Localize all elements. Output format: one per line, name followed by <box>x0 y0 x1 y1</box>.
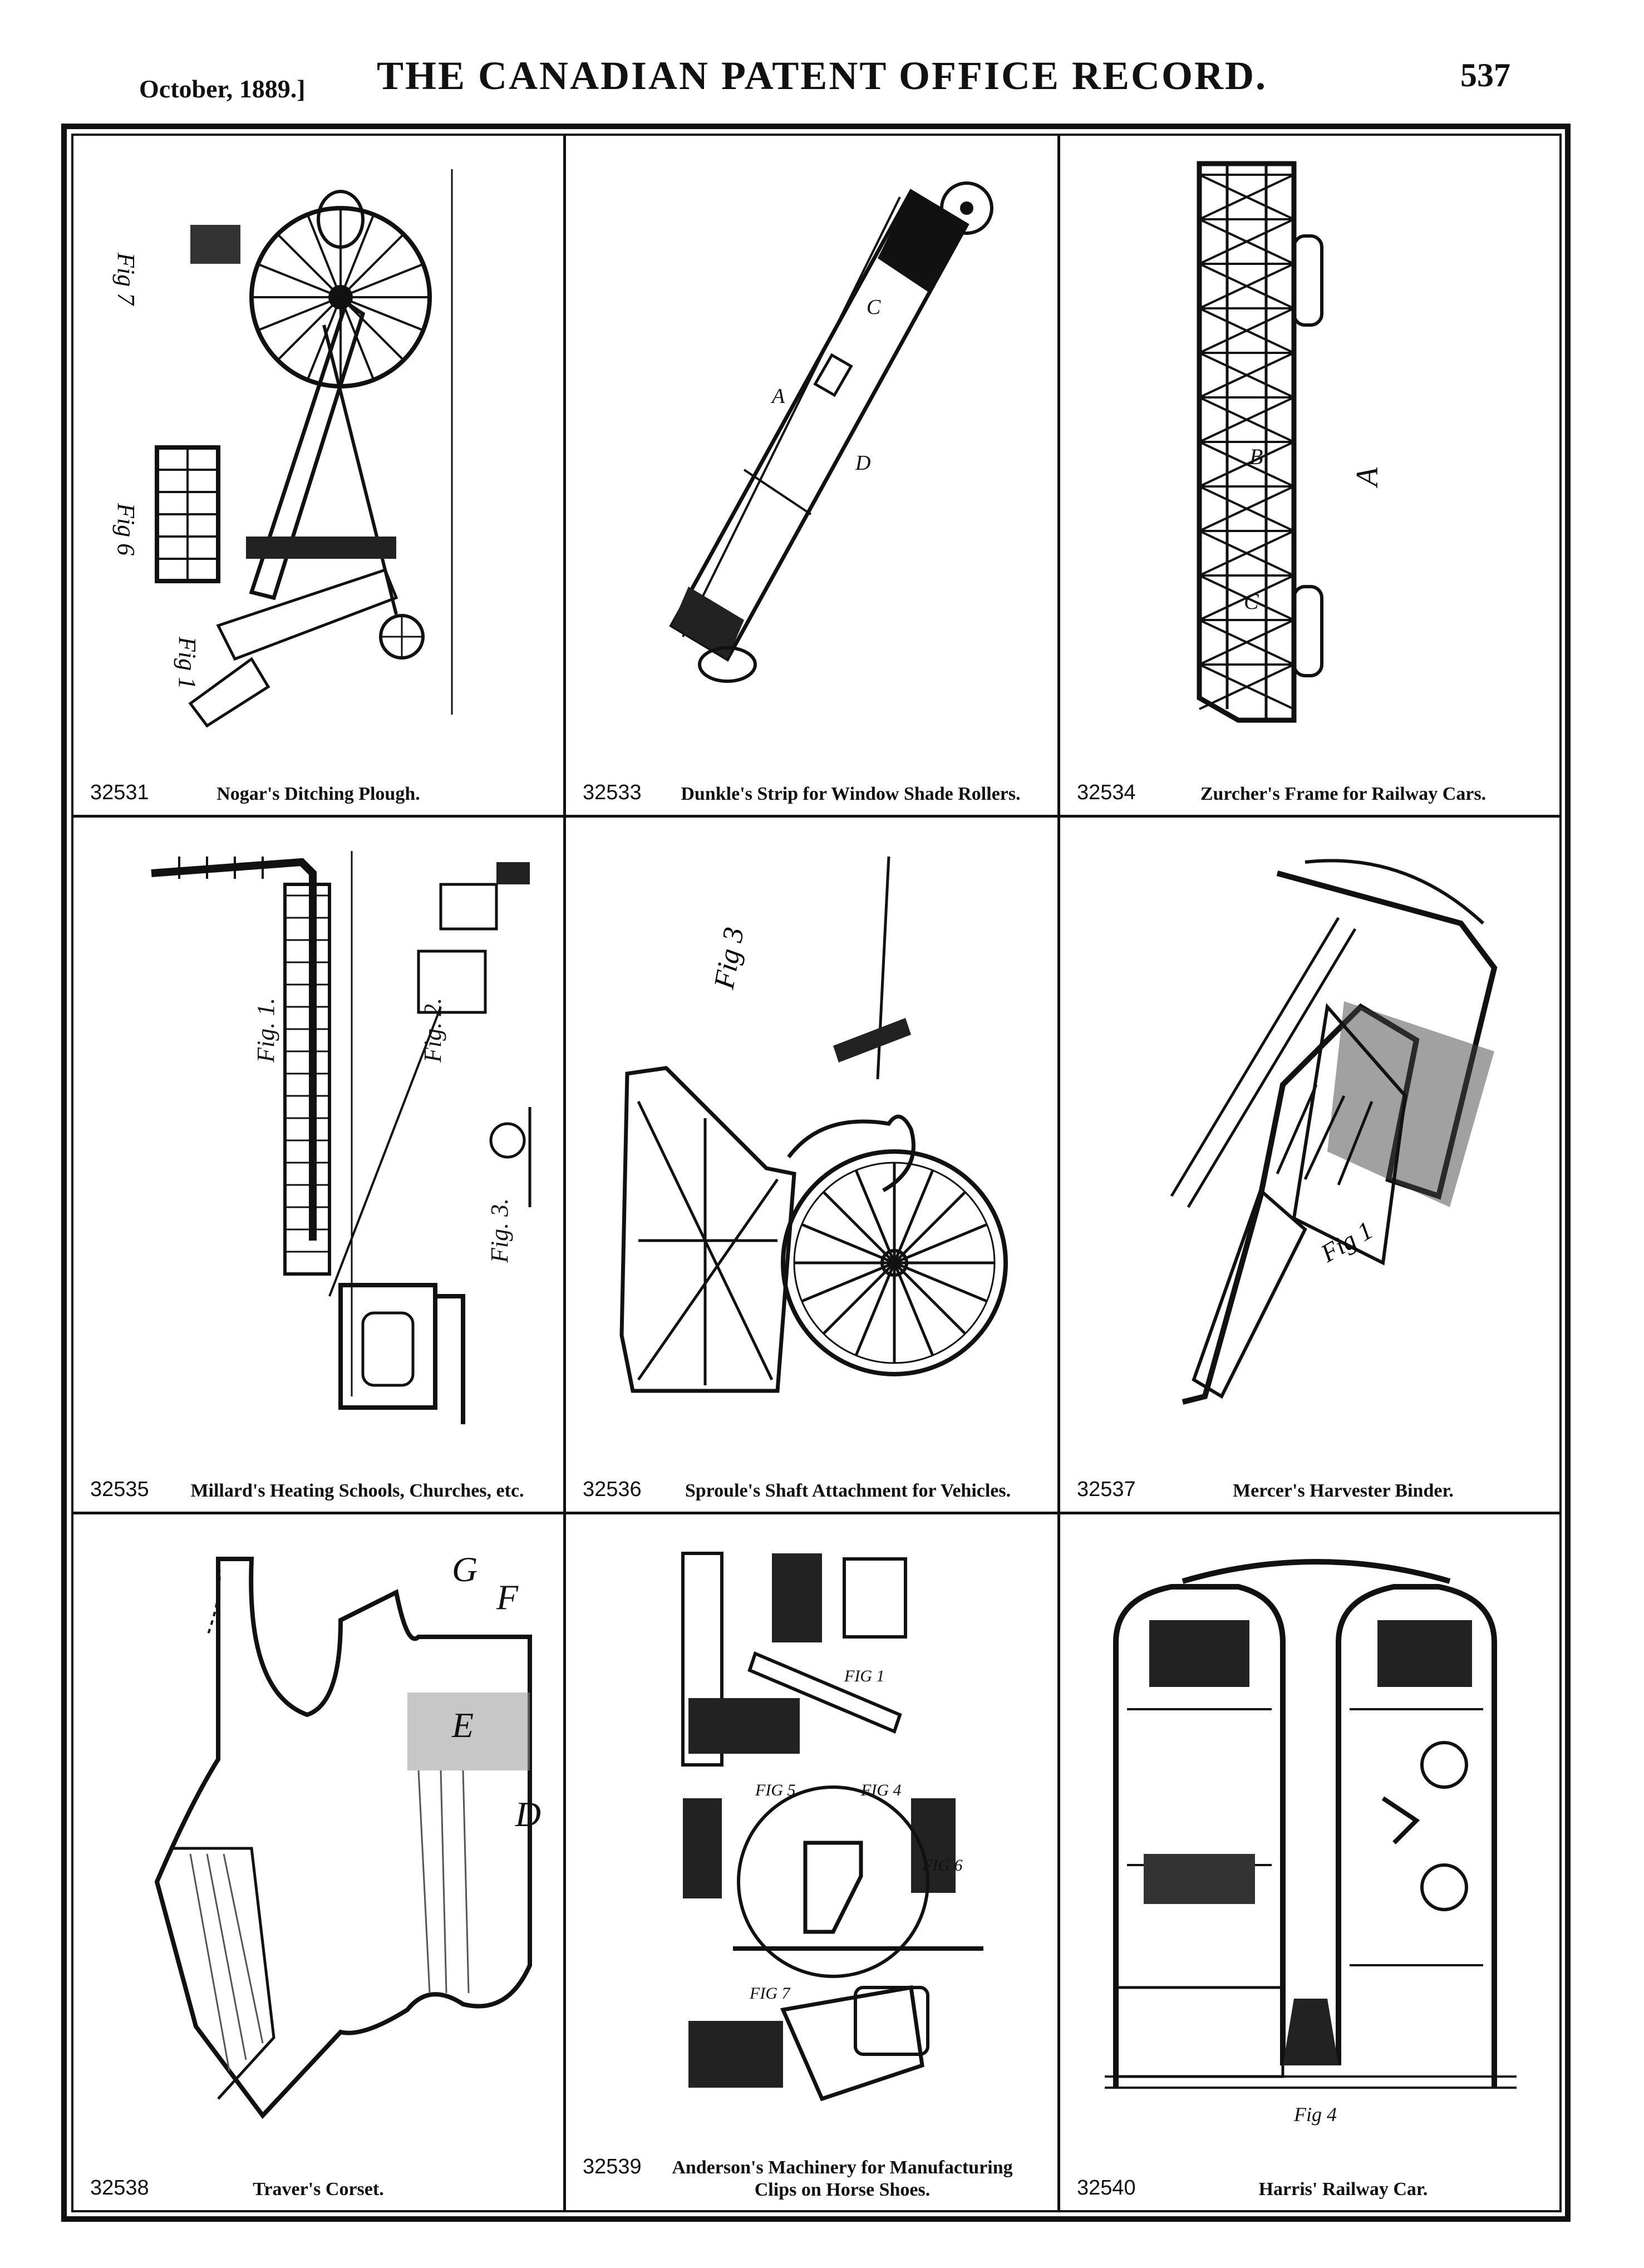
railway-car-frame-drawing: A B C <box>1197 161 1385 723</box>
railway-car-section-drawing: Fig 4 <box>1105 1559 1517 2126</box>
patent-title: Nogar's Ditching Plough. <box>216 784 420 804</box>
heating-apparatus-drawing: Fig. 1. Fig. 2. Fig. 3. <box>151 851 531 1424</box>
patent-grid: Fig 7 Fig 6 Fig 1 32531 Nogar's Ditching… <box>73 136 1559 2210</box>
patent-caption: 32531 Nogar's Ditching Plough. <box>73 771 563 805</box>
patent-caption: 32534 Zurcher's Frame for Railway Cars. <box>1060 771 1559 805</box>
harvester-binder-drawing: Fig 1 <box>1170 859 1498 1405</box>
figure-label: A <box>1350 467 1385 489</box>
figure-label: F <box>496 1577 519 1617</box>
figure-label: FIG 4 <box>860 1781 901 1799</box>
corset-drawing: G F E D <box>154 1549 541 2119</box>
patent-cell: Fig 7 Fig 6 Fig 1 32531 Nogar's Ditching… <box>73 136 563 815</box>
patent-cell: G F E D 32538 Traver's Corset. <box>73 1514 563 2210</box>
page-header: October, 1889.] THE CANADIAN PATENT OFFI… <box>0 53 1644 114</box>
row-divider <box>73 815 1559 818</box>
patent-number: 32534 <box>1077 781 1136 804</box>
figure-label: C <box>867 296 881 319</box>
patent-number: 32537 <box>1077 1478 1136 1501</box>
patent-title: Zurcher's Frame for Railway Cars. <box>1200 784 1487 804</box>
figure-label: D <box>515 1794 541 1834</box>
figure-label: Fig. 1. <box>252 998 279 1063</box>
column-divider <box>563 136 566 2210</box>
patent-cell: FIG 1 FIG 4 FIG 5 FIG 6 FIG 7 32539 Ande… <box>566 1514 1057 2210</box>
vehicle-shaft-drawing: Fig 3 <box>619 856 1008 1393</box>
patent-caption: 32539 Anderson's Machinery for Manufactu… <box>566 2146 1057 2200</box>
patent-title: Traver's Corset. <box>253 2179 384 2200</box>
issue-date: October, 1889.] <box>139 75 306 103</box>
patent-title: Sproule's Shaft Attachment for Vehicles. <box>685 1480 1011 1501</box>
patent-caption: 32537 Mercer's Harvester Binder. <box>1060 1468 1559 1502</box>
patent-caption: 32533 Dunkle's Strip for Window Shade Ro… <box>566 771 1057 805</box>
patent-caption: 32538 Traver's Corset. <box>73 2167 563 2200</box>
patent-caption: 32536 Sproule's Shaft Attachment for Veh… <box>566 1468 1057 1502</box>
patent-number: 32539 <box>583 2155 642 2178</box>
patent-cell: A B C 32534 Zurcher's Frame for Railway … <box>1060 136 1559 815</box>
figure-label: D <box>855 451 870 475</box>
patent-cell: Fig. 1. Fig. 2. Fig. 3. 32535 Millard's … <box>73 818 563 1512</box>
figure-label: FIG 6 <box>922 1856 962 1875</box>
patent-cell: Fig 1 32537 Mercer's Harvester Binder. <box>1060 818 1559 1512</box>
figure-label: Fig 4 <box>1293 2103 1337 2126</box>
patent-number: 32536 <box>583 1478 642 1501</box>
patent-number: 32533 <box>583 781 642 804</box>
figure-label: Fig 3 <box>708 925 751 992</box>
inner-frame <box>71 134 1562 2212</box>
horseshoe-clip-machine-drawing: FIG 1 FIG 4 FIG 5 FIG 6 FIG 7 <box>681 1552 983 2102</box>
figure-label: A <box>770 385 785 408</box>
figure-label: Fig. 3. <box>486 1198 513 1263</box>
patent-number: 32540 <box>1077 2176 1136 2200</box>
figure-label: E <box>451 1705 474 1745</box>
figure-label: C <box>1244 589 1259 614</box>
figure-label: Fig 1 <box>1316 1216 1378 1268</box>
patent-title: Mercer's Harvester Binder. <box>1233 1480 1454 1501</box>
patent-title: Anderson's Machinery for Manufacturing C… <box>672 2157 1013 2200</box>
row-divider <box>73 1512 1559 1514</box>
patent-cell: A D C 32533 Dunkle's Strip for Window Sh… <box>566 136 1057 815</box>
figure-label: FIG 7 <box>749 1984 791 2003</box>
outer-frame <box>61 124 1571 2222</box>
column-divider <box>1057 136 1060 2210</box>
page-number: 537 <box>1460 57 1510 94</box>
window-shade-strip-drawing: A D C <box>669 181 993 683</box>
patent-caption: 32540 Harris' Railway Car. <box>1060 2167 1559 2200</box>
figure-label: B <box>1249 444 1263 469</box>
patent-title: Dunkle's Strip for Window Shade Rollers. <box>681 784 1021 804</box>
patent-number: 32535 <box>90 1478 149 1501</box>
figure-label: G <box>452 1549 478 1589</box>
figure-label: FIG 1 <box>844 1667 884 1685</box>
figure-label: FIG 5 <box>755 1781 795 1799</box>
figure-label: Fig 6 <box>112 503 140 555</box>
journal-title: THE CANADIAN PATENT OFFICE RECORD. <box>376 53 1268 98</box>
figure-label: Fig 7 <box>112 252 140 306</box>
ditching-plough-drawing: Fig 7 Fig 6 Fig 1 <box>112 169 453 728</box>
patent-number: 32538 <box>90 2176 149 2200</box>
patent-caption: 32535 Millard's Heating Schools, Churche… <box>73 1468 563 1502</box>
patent-title: Harris' Railway Car. <box>1258 2179 1428 2200</box>
figure-label: Fig. 2. <box>419 998 446 1063</box>
patent-cell: Fig 3 32536 Sproule's Shaft Attachment f… <box>566 818 1057 1512</box>
patent-number: 32531 <box>90 781 149 804</box>
figure-label: Fig 1 <box>174 636 201 689</box>
patent-cell: Fig 4 32540 Harris' Railway Car. <box>1060 1514 1559 2210</box>
patent-title: Millard's Heating Schools, Churches, etc… <box>190 1480 524 1501</box>
